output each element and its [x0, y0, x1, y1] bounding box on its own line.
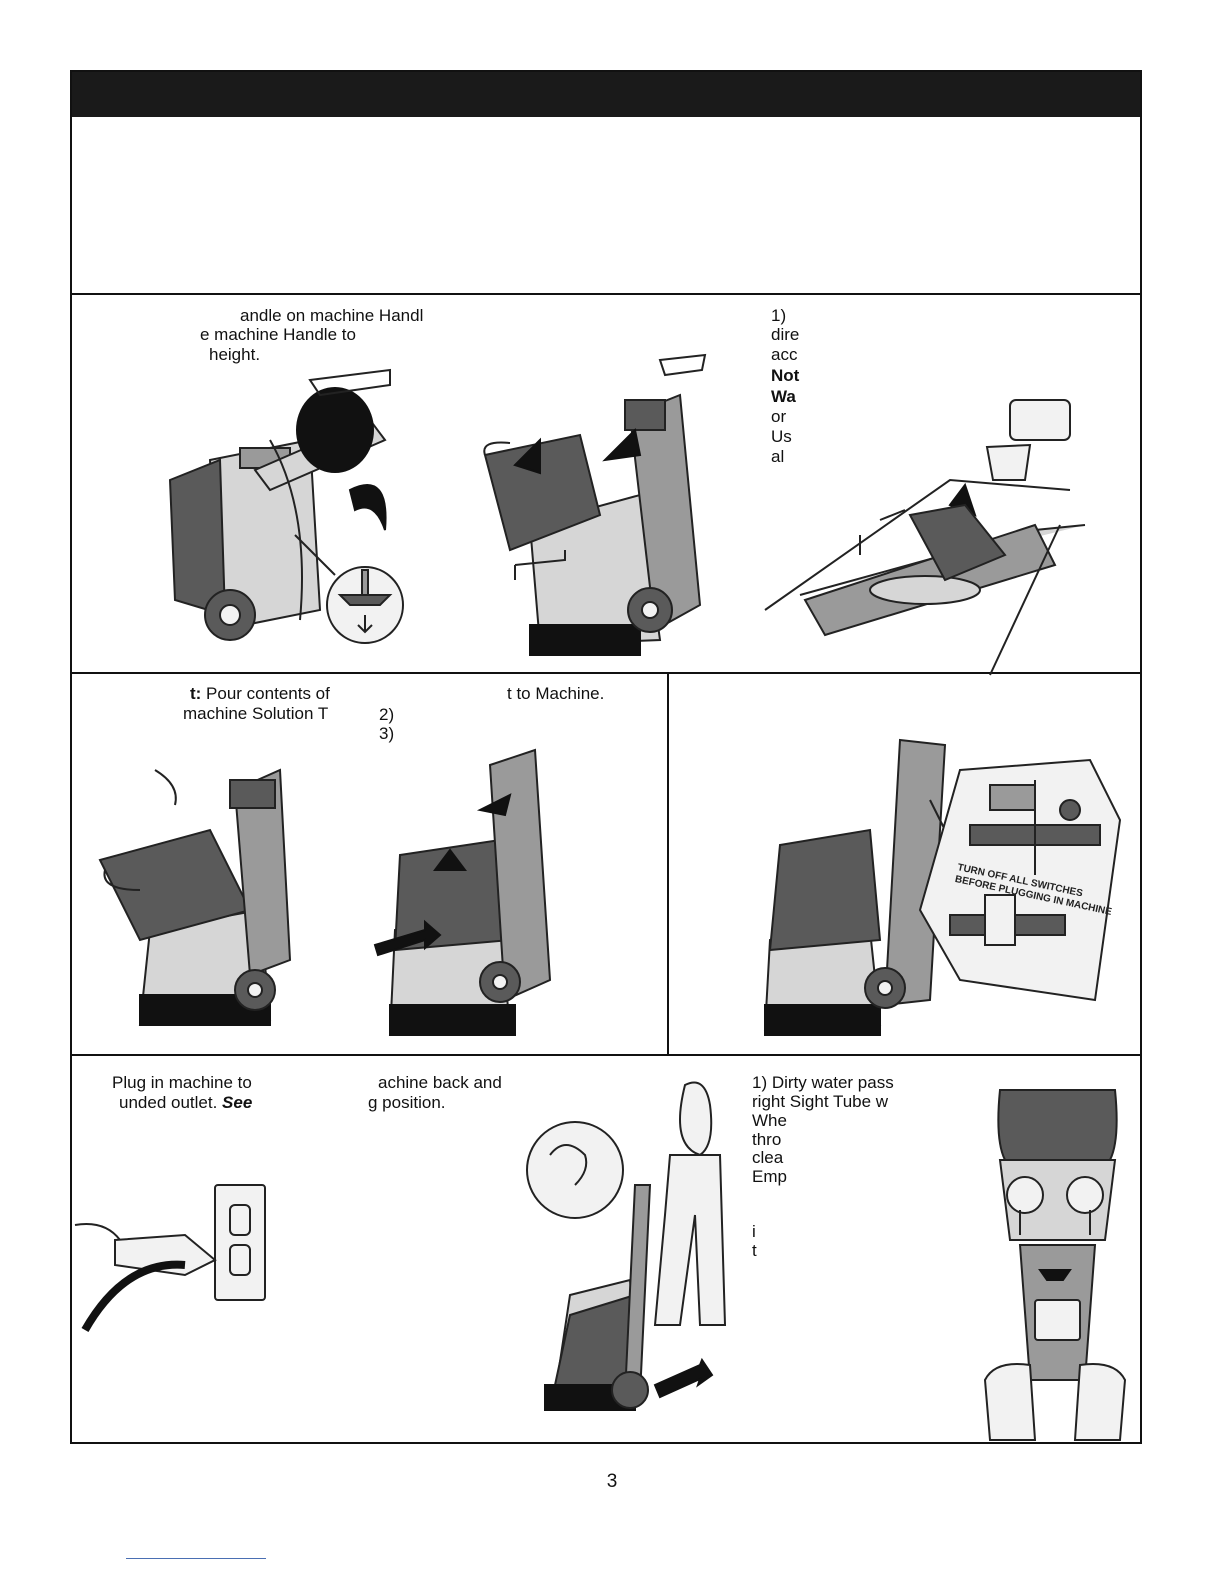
step3-line4: Not — [771, 366, 800, 385]
illustration-sight-tubes — [983, 1089, 1127, 1441]
step3-line2: dire — [771, 325, 800, 344]
step8-line1: achine back and — [378, 1073, 502, 1092]
instructions-frame — [70, 70, 1142, 1444]
step3-line8: al — [771, 447, 785, 466]
step5-line3: 3) — [379, 724, 395, 743]
row-divider — [70, 672, 1142, 674]
row-divider — [70, 1054, 1142, 1056]
step1-text-line3: height. — [209, 345, 261, 364]
step3-line1: 1) — [771, 306, 787, 325]
step3-line6: or — [771, 407, 787, 426]
step1-text-line2: e machine Handle to — [200, 325, 356, 344]
illustration-plug-in-outlet — [74, 1184, 266, 1332]
illustration-pour-solution — [98, 768, 292, 1027]
step9-line8: t — [752, 1241, 757, 1260]
illustration-raise-handle — [168, 368, 404, 644]
step3-line7: Us — [771, 427, 792, 446]
step4-line1: t: Pour contents of — [190, 684, 330, 703]
illustration-control-panel: TURN OFF ALL SWITCHES BEFORE PLUGGING IN… — [763, 738, 1122, 1036]
step9-line5: clea — [752, 1148, 784, 1167]
step7-line1: Plug in machine to — [112, 1073, 252, 1092]
step4-bold-prefix: t: — [190, 684, 202, 703]
section-header-bar — [70, 70, 1142, 117]
step9-line3: Whe — [752, 1111, 787, 1130]
step5-line1: t to Machine. — [507, 684, 605, 703]
step1-text-line1: andle on machine Handl — [240, 306, 424, 325]
illustration-install-tank — [373, 748, 552, 1037]
step9-line2: right Sight Tube w — [752, 1092, 889, 1111]
step9-line6: Emp — [752, 1167, 787, 1186]
step4-line2: machine Solution T — [183, 704, 329, 723]
step3-line5: Wa — [771, 387, 796, 406]
footer-link-underline[interactable] — [126, 1558, 266, 1559]
step9-line7: i — [752, 1222, 756, 1241]
step8-line2: g position. — [368, 1093, 446, 1112]
illustration-fill-tank-at-sink — [764, 399, 1086, 676]
illustration-remove-tank — [483, 353, 707, 656]
step9-line1: 1) Dirty water pass — [752, 1073, 894, 1092]
step9-line4: thro — [752, 1130, 782, 1149]
step5-line2: 2) — [379, 705, 395, 724]
illustration-operate-machine — [526, 1081, 727, 1411]
column-divider — [667, 673, 669, 1055]
page-number: 3 — [606, 1471, 618, 1492]
step4-line1-rest: Pour contents of — [201, 684, 330, 703]
step7-line2: unded outlet. See — [119, 1093, 252, 1112]
row-divider — [70, 293, 1142, 295]
step3-line3: acc — [771, 345, 798, 364]
step7-line2-prefix: unded outlet. — [119, 1093, 223, 1112]
step7-see-ref: See — [222, 1093, 253, 1112]
